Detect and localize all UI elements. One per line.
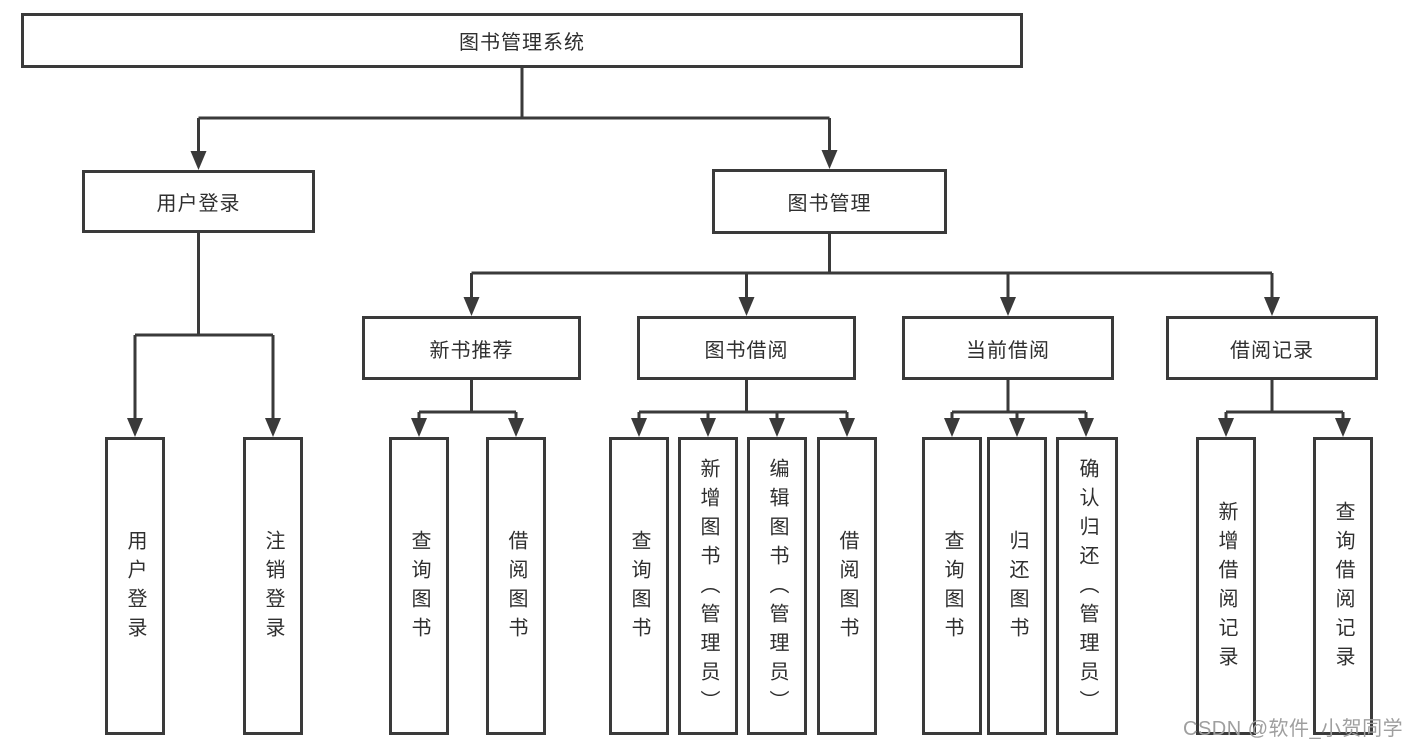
- arrow-icon: [190, 151, 207, 170]
- arrow-icon: [265, 418, 281, 437]
- arrow-icon: [944, 418, 960, 437]
- arrow-icon: [839, 418, 855, 437]
- leaf-query-books-borrow: 查询图书: [609, 437, 669, 735]
- arrow-icon: [631, 418, 647, 437]
- arrow-icon: [1000, 297, 1016, 316]
- leaf-user-login: 用户登录: [105, 437, 165, 735]
- node-label: 查询借阅记录: [1332, 501, 1354, 675]
- leaf-borrow-books: 借阅图书: [817, 437, 877, 735]
- node-label: 借阅图书: [836, 530, 858, 646]
- node-label: 查询图书: [941, 530, 963, 646]
- arrow-icon: [1218, 418, 1234, 437]
- node-root-library-system: 图书管理系统: [21, 13, 1023, 68]
- node-borrow-records: 借阅记录: [1166, 316, 1378, 380]
- arrow-icon: [411, 418, 427, 437]
- node-label: 确认归还（管理员）: [1076, 457, 1098, 719]
- node-label: 借阅图书: [505, 530, 527, 646]
- node-label: 图书管理系统: [459, 32, 585, 54]
- leaf-edit-books-admin: 编辑图书（管理员）: [747, 437, 807, 735]
- edge-bookmgmt-to-level3: [470, 234, 1274, 299]
- arrow-icon: [769, 418, 785, 437]
- node-new-book-recommend: 新书推荐: [362, 316, 581, 380]
- arrow-icon: [463, 297, 480, 316]
- node-label: 当前借阅: [966, 339, 1050, 362]
- leaf-logout: 注销登录: [243, 437, 303, 735]
- arrow-icon: [1009, 418, 1025, 437]
- node-label: 归还图书: [1006, 530, 1028, 646]
- leaf-return-books: 归还图书: [987, 437, 1047, 735]
- node-label: 查询图书: [628, 530, 650, 646]
- edge-root-to-level2: [197, 68, 831, 152]
- arrowheads: [127, 150, 1351, 437]
- arrow-icon: [1078, 418, 1094, 437]
- node-label: 注销登录: [262, 530, 284, 646]
- arrow-icon: [1335, 418, 1351, 437]
- leaf-query-borrow-record: 查询借阅记录: [1313, 437, 1373, 735]
- leaf-query-books-recommend: 查询图书: [389, 437, 449, 735]
- leaf-borrow-books-recommend: 借阅图书: [486, 437, 546, 735]
- node-label: 编辑图书（管理员）: [766, 457, 788, 719]
- arrow-icon: [738, 297, 755, 316]
- edge-borrow-to-children: [637, 380, 849, 420]
- node-user-login: 用户登录: [82, 170, 315, 233]
- arrow-icon: [508, 418, 524, 437]
- edge-userlogin-to-children: [133, 233, 275, 420]
- node-book-borrow: 图书借阅: [637, 316, 856, 380]
- node-label: 用户登录: [156, 193, 241, 215]
- node-label: 查询图书: [408, 530, 430, 646]
- watermark: CSDN @软件_小贺同学: [1183, 718, 1404, 740]
- arrow-icon: [127, 418, 143, 437]
- node-label: 新增图书（管理员）: [697, 457, 719, 719]
- arrow-icon: [821, 150, 838, 169]
- node-label: 图书管理: [787, 193, 872, 215]
- node-label: 新增借阅记录: [1215, 501, 1237, 675]
- leaf-add-borrow-record: 新增借阅记录: [1196, 437, 1256, 735]
- arrow-icon: [700, 418, 716, 437]
- arrow-icon: [1264, 297, 1280, 316]
- node-label: 图书借阅: [704, 339, 789, 362]
- node-current-borrow: 当前借阅: [902, 316, 1114, 380]
- edge-records-to-children: [1224, 380, 1345, 420]
- edge-current-to-children: [950, 380, 1088, 420]
- leaf-add-books-admin: 新增图书（管理员）: [678, 437, 738, 735]
- leaf-query-books-current: 查询图书: [922, 437, 982, 735]
- node-book-management: 图书管理: [712, 169, 947, 234]
- node-label: 新书推荐: [429, 339, 514, 362]
- edge-newbook-to-children: [417, 380, 518, 420]
- leaf-confirm-return-admin: 确认归还（管理员）: [1056, 437, 1118, 735]
- node-label: 用户登录: [124, 530, 146, 646]
- node-label: 借阅记录: [1230, 339, 1314, 362]
